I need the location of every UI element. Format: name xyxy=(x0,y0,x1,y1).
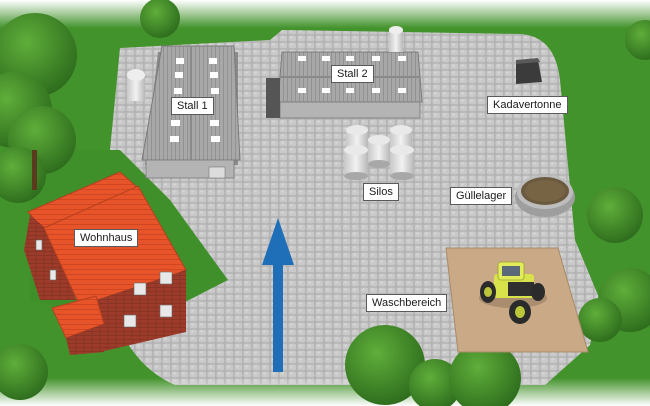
label-stall-2: Stall 2 xyxy=(331,65,374,83)
up-arrow-icon xyxy=(262,218,294,372)
trees-bottom xyxy=(345,325,521,406)
label-waschbereich: Waschbereich xyxy=(366,294,448,312)
stall-2-building xyxy=(266,51,423,119)
kadavertonne-container xyxy=(516,58,542,84)
trees-right xyxy=(578,20,650,342)
label-guellelager: Güllelager xyxy=(450,187,513,205)
trees-left xyxy=(0,0,180,400)
label-kadavertonne: Kadavertonne xyxy=(487,96,568,114)
label-stall-1: Stall 1 xyxy=(171,97,214,115)
silo-stall-2 xyxy=(389,26,403,52)
label-silos: Silos xyxy=(363,183,399,201)
silo-stall-1 xyxy=(127,69,145,101)
guellelager-tank xyxy=(515,175,575,217)
label-wohnhaus: Wohnhaus xyxy=(74,229,139,247)
silos-group xyxy=(344,125,414,180)
tractor-icon xyxy=(479,261,547,324)
